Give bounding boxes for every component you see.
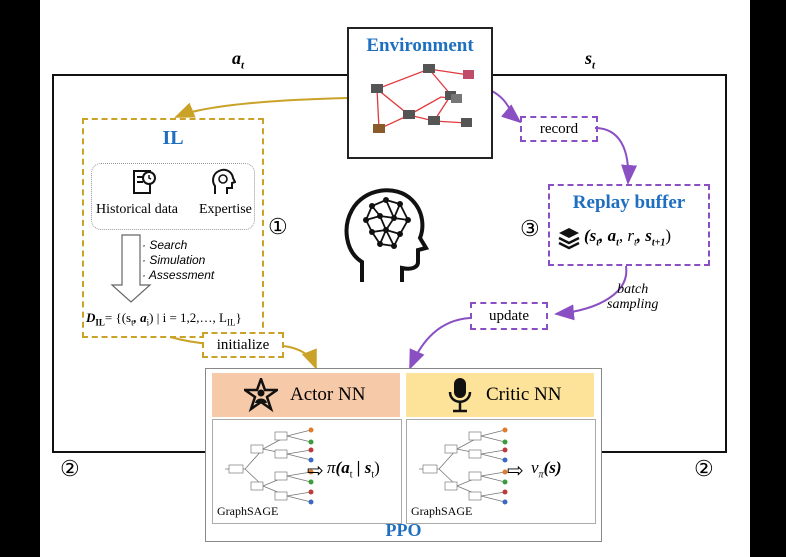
state-loop-line bbox=[490, 74, 727, 453]
network-graph bbox=[371, 64, 474, 133]
stack-layers-icon bbox=[558, 228, 580, 250]
replay-to-update-arrow bbox=[554, 265, 628, 321]
step-assessment: · Assessment bbox=[142, 268, 215, 282]
il-hollow-arrow bbox=[110, 234, 152, 303]
state-label: st bbox=[585, 48, 596, 72]
historical-data-label: Historical data bbox=[96, 202, 179, 217]
action-loop-line bbox=[52, 67, 365, 453]
replay-tuple: (st, at, rt, st+1) bbox=[584, 226, 672, 249]
actor-graph-panel: ⇨ π(at | st) GraphSAGE bbox=[212, 419, 402, 524]
critic-header: Critic NN bbox=[406, 373, 594, 417]
ppo-title: PPO bbox=[385, 520, 422, 540]
environment-title: Environment bbox=[366, 35, 474, 56]
node-icons bbox=[371, 64, 474, 133]
environment-box: Environment bbox=[347, 27, 493, 159]
actor-graphsage-diagram bbox=[225, 427, 314, 505]
replay-buffer-box: Replay buffer (st, at, rt, st+1) bbox=[548, 184, 710, 266]
critic-graph-panel: ⇨ vπ(s) GraphSAGE bbox=[406, 419, 596, 524]
actor-output-formula: π(at | st) bbox=[327, 458, 380, 481]
critic-title: Critic NN bbox=[486, 384, 562, 405]
step-2-left-marker: ② bbox=[60, 456, 80, 481]
env-to-il-arrow bbox=[174, 97, 348, 118]
update-to-ppo-arrow bbox=[409, 317, 471, 370]
ppo-box: Actor NN ⇨ π(at | st) GraphSAGE bbox=[205, 368, 602, 542]
critic-graphsage-label: GraphSAGE bbox=[411, 504, 473, 518]
record-label: record bbox=[520, 116, 598, 142]
expert-head-icon bbox=[212, 168, 236, 194]
step-1-marker: ① bbox=[268, 214, 288, 239]
actor-title: Actor NN bbox=[290, 384, 366, 405]
initialize-label: initialize bbox=[202, 332, 284, 358]
critic-output-formula: vπ(s) bbox=[531, 458, 562, 481]
star-person-icon bbox=[244, 378, 278, 412]
il-dataset-formula: DIL= {(st, ai) | i = 1,2,…, LIL} bbox=[86, 310, 242, 328]
connector-layer bbox=[52, 67, 727, 453]
step-simulation: · Simulation bbox=[142, 253, 206, 267]
batch-sampling-label: batch sampling bbox=[607, 282, 659, 312]
record-to-replay-arrow bbox=[594, 127, 638, 185]
diagram-canvas: at st Environment bbox=[40, 0, 750, 557]
il-title: IL bbox=[162, 127, 184, 149]
brain-head-icon bbox=[344, 188, 430, 282]
il-box: IL Historical data Expertise · Search · … bbox=[82, 118, 264, 338]
step-2-right-marker: ② bbox=[694, 456, 714, 481]
step-3-marker: ③ bbox=[520, 216, 540, 241]
actor-output-arrow: ⇨ bbox=[307, 460, 324, 482]
document-clock-icon bbox=[133, 170, 156, 194]
actor-header: Actor NN bbox=[212, 373, 400, 417]
microphone-icon bbox=[448, 378, 472, 413]
il-sources-box: Historical data Expertise bbox=[91, 163, 255, 230]
step-search: · Search bbox=[142, 238, 188, 252]
action-label: at bbox=[232, 48, 245, 72]
actor-graphsage-label: GraphSAGE bbox=[217, 504, 279, 518]
replay-buffer-title: Replay buffer bbox=[572, 192, 686, 213]
env-to-record-arrow bbox=[489, 89, 522, 124]
il-steps: · Search · Simulation · Assessment bbox=[142, 238, 214, 283]
update-label: update bbox=[470, 302, 548, 330]
critic-graphsage-diagram bbox=[419, 427, 508, 505]
expertise-label: Expertise bbox=[199, 202, 252, 217]
critic-output-arrow: ⇨ bbox=[507, 460, 524, 482]
